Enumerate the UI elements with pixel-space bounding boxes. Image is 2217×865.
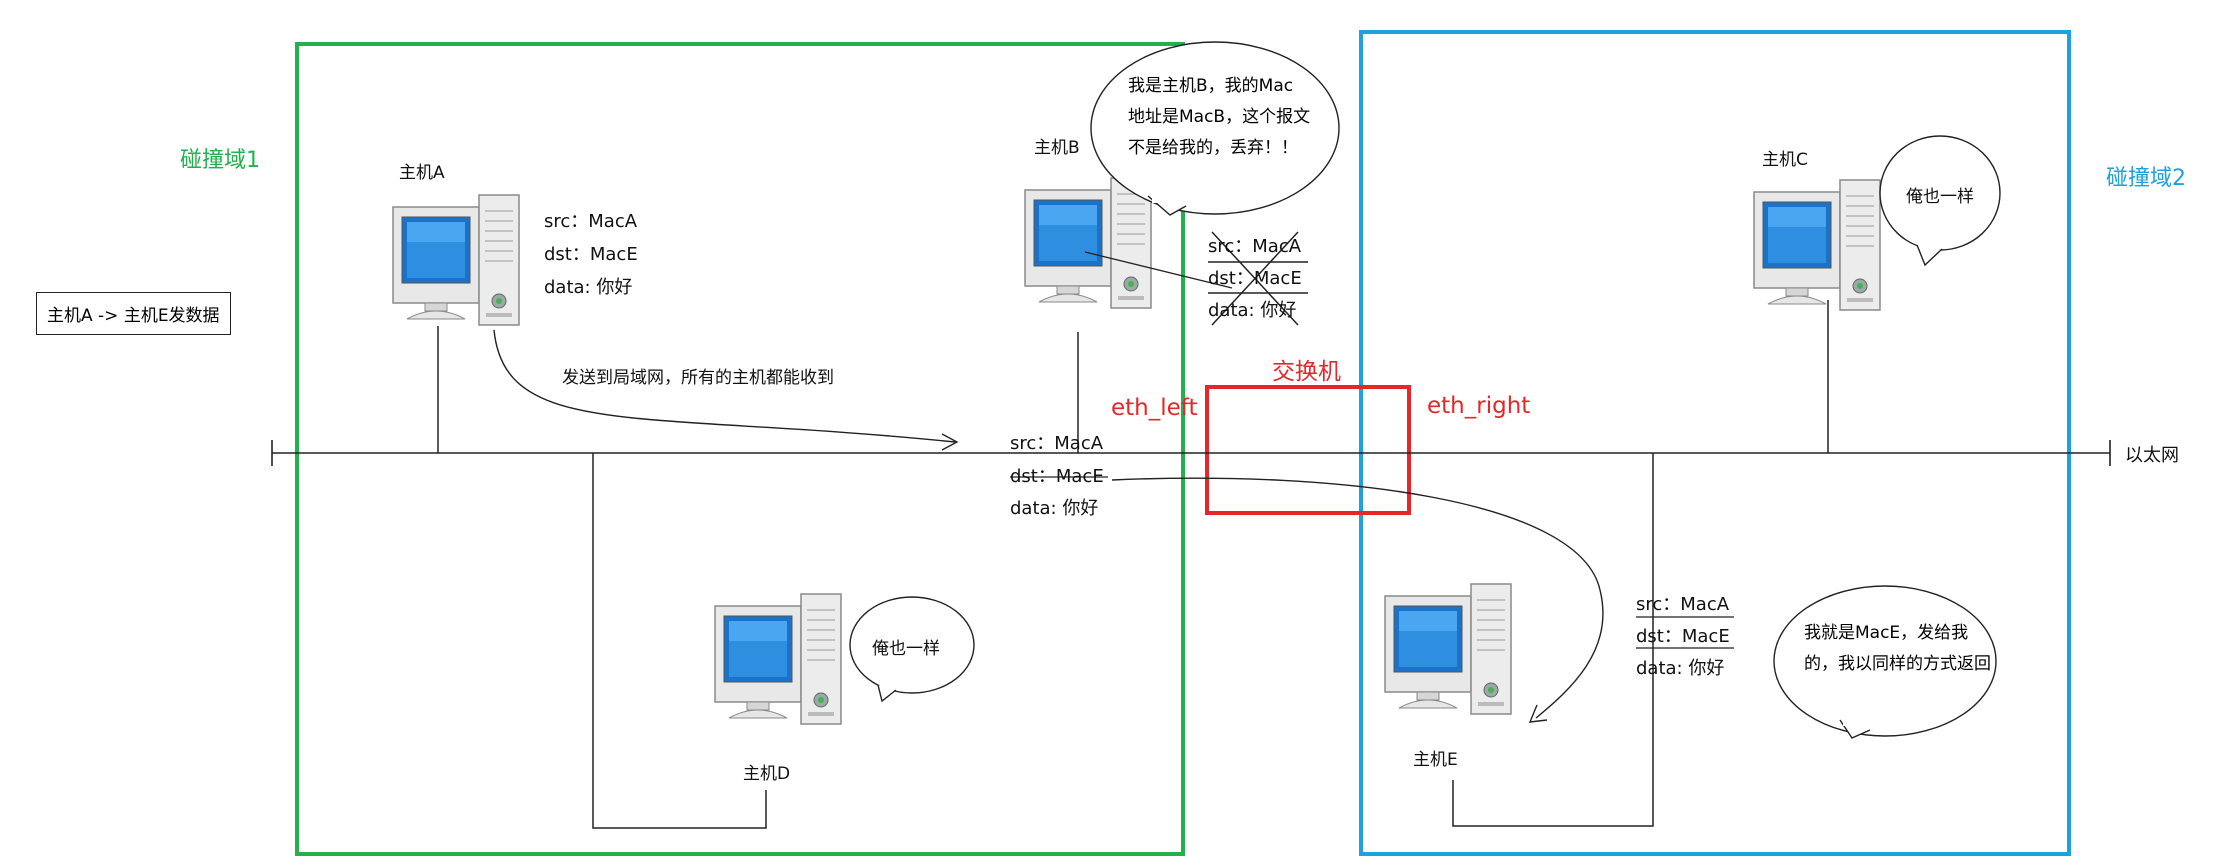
switch-label: 交换机 xyxy=(1272,359,1341,385)
forward-arrow xyxy=(1111,477,1604,719)
bubble-host-b-line-1: 我是主机B，我的Mac xyxy=(1128,76,1294,96)
bubble-host-b xyxy=(1090,41,1340,216)
forward-arrowhead xyxy=(1528,704,1548,723)
drop-host-d xyxy=(592,453,767,829)
host-e-computer-icon xyxy=(1384,583,1512,715)
bubble-host-b-text: 我是主机B，我的Mac 地址是MacB，这个报文 不是给我的，丢弃！！ xyxy=(1128,71,1310,164)
collision-domain-2-label: 碰撞域2 xyxy=(2106,166,2186,191)
collision-domain-1-label: 碰撞域1 xyxy=(180,148,260,173)
ethernet-label: 以太网 xyxy=(2125,445,2179,466)
drop-host-e xyxy=(1452,453,1654,827)
frame-a-dst: dst：MacE xyxy=(544,244,638,265)
eth-right-label: eth_right xyxy=(1427,393,1531,419)
frame-bus-dst: dst：MacE xyxy=(1010,466,1104,487)
host-d-computer-icon xyxy=(714,593,842,725)
host-b-label: 主机B xyxy=(1034,138,1080,158)
bubble-host-e-text: 我就是MacE，发给我 的，我以同样的方式返回 xyxy=(1804,618,1991,680)
broadcast-arrowhead xyxy=(941,433,959,451)
bubble-host-e-line-1: 我就是MacE，发给我 xyxy=(1804,623,1969,643)
eth-left-label: eth_left xyxy=(1111,395,1198,421)
broadcast-caption: 发送到局域网，所有的主机都能收到 xyxy=(562,368,834,388)
host-b-computer-icon xyxy=(1024,177,1152,309)
host-e-label: 主机E xyxy=(1413,750,1458,770)
bubble-host-b-line-2: 地址是MacB，这个报文 xyxy=(1128,107,1311,127)
bubble-host-d xyxy=(849,596,975,703)
host-a-label: 主机A xyxy=(399,163,445,183)
collision-domain-1-box xyxy=(295,42,1185,856)
frame-a-data: data: 你好 xyxy=(544,277,633,298)
frame-b-src: src：MacA xyxy=(1208,236,1302,257)
bubble-host-e-line-2: 的，我以同样的方式返回 xyxy=(1804,654,1991,674)
frame-bus-src: src：MacA xyxy=(1010,433,1104,454)
frame-a-src: src：MacA xyxy=(544,211,638,232)
scenario-note: 主机A -> 主机E发数据 xyxy=(36,292,231,335)
bubble-host-b-line-3: 不是给我的，丢弃！！ xyxy=(1128,138,1298,158)
bubble-host-d-text: 俺也一样 xyxy=(872,639,940,659)
frame-b-dst: dst：MacE xyxy=(1208,268,1302,289)
frame-bus-data: data: 你好 xyxy=(1010,498,1099,519)
frame-e-data: data: 你好 xyxy=(1636,658,1725,679)
host-d-label: 主机D xyxy=(743,764,791,784)
bubble-host-c xyxy=(1879,135,2001,267)
host-c-label: 主机C xyxy=(1762,150,1808,170)
collision-domain-2-box xyxy=(1359,30,2071,856)
frame-e-dst: dst：MacE xyxy=(1636,626,1730,647)
frame-b-cross-2 xyxy=(1211,231,1299,326)
frame-b-data: data: 你好 xyxy=(1208,300,1297,321)
host-c-computer-icon xyxy=(1753,179,1881,311)
bubble-host-c-text: 俺也一样 xyxy=(1906,187,1974,207)
bubble-host-e xyxy=(1773,585,1997,739)
host-b-discard-pointer xyxy=(1084,251,1233,289)
broadcast-arrow xyxy=(493,329,956,443)
host-a-computer-icon xyxy=(392,194,520,326)
switch-box xyxy=(1205,385,1411,515)
frame-e-src: src：MacA xyxy=(1636,594,1730,615)
